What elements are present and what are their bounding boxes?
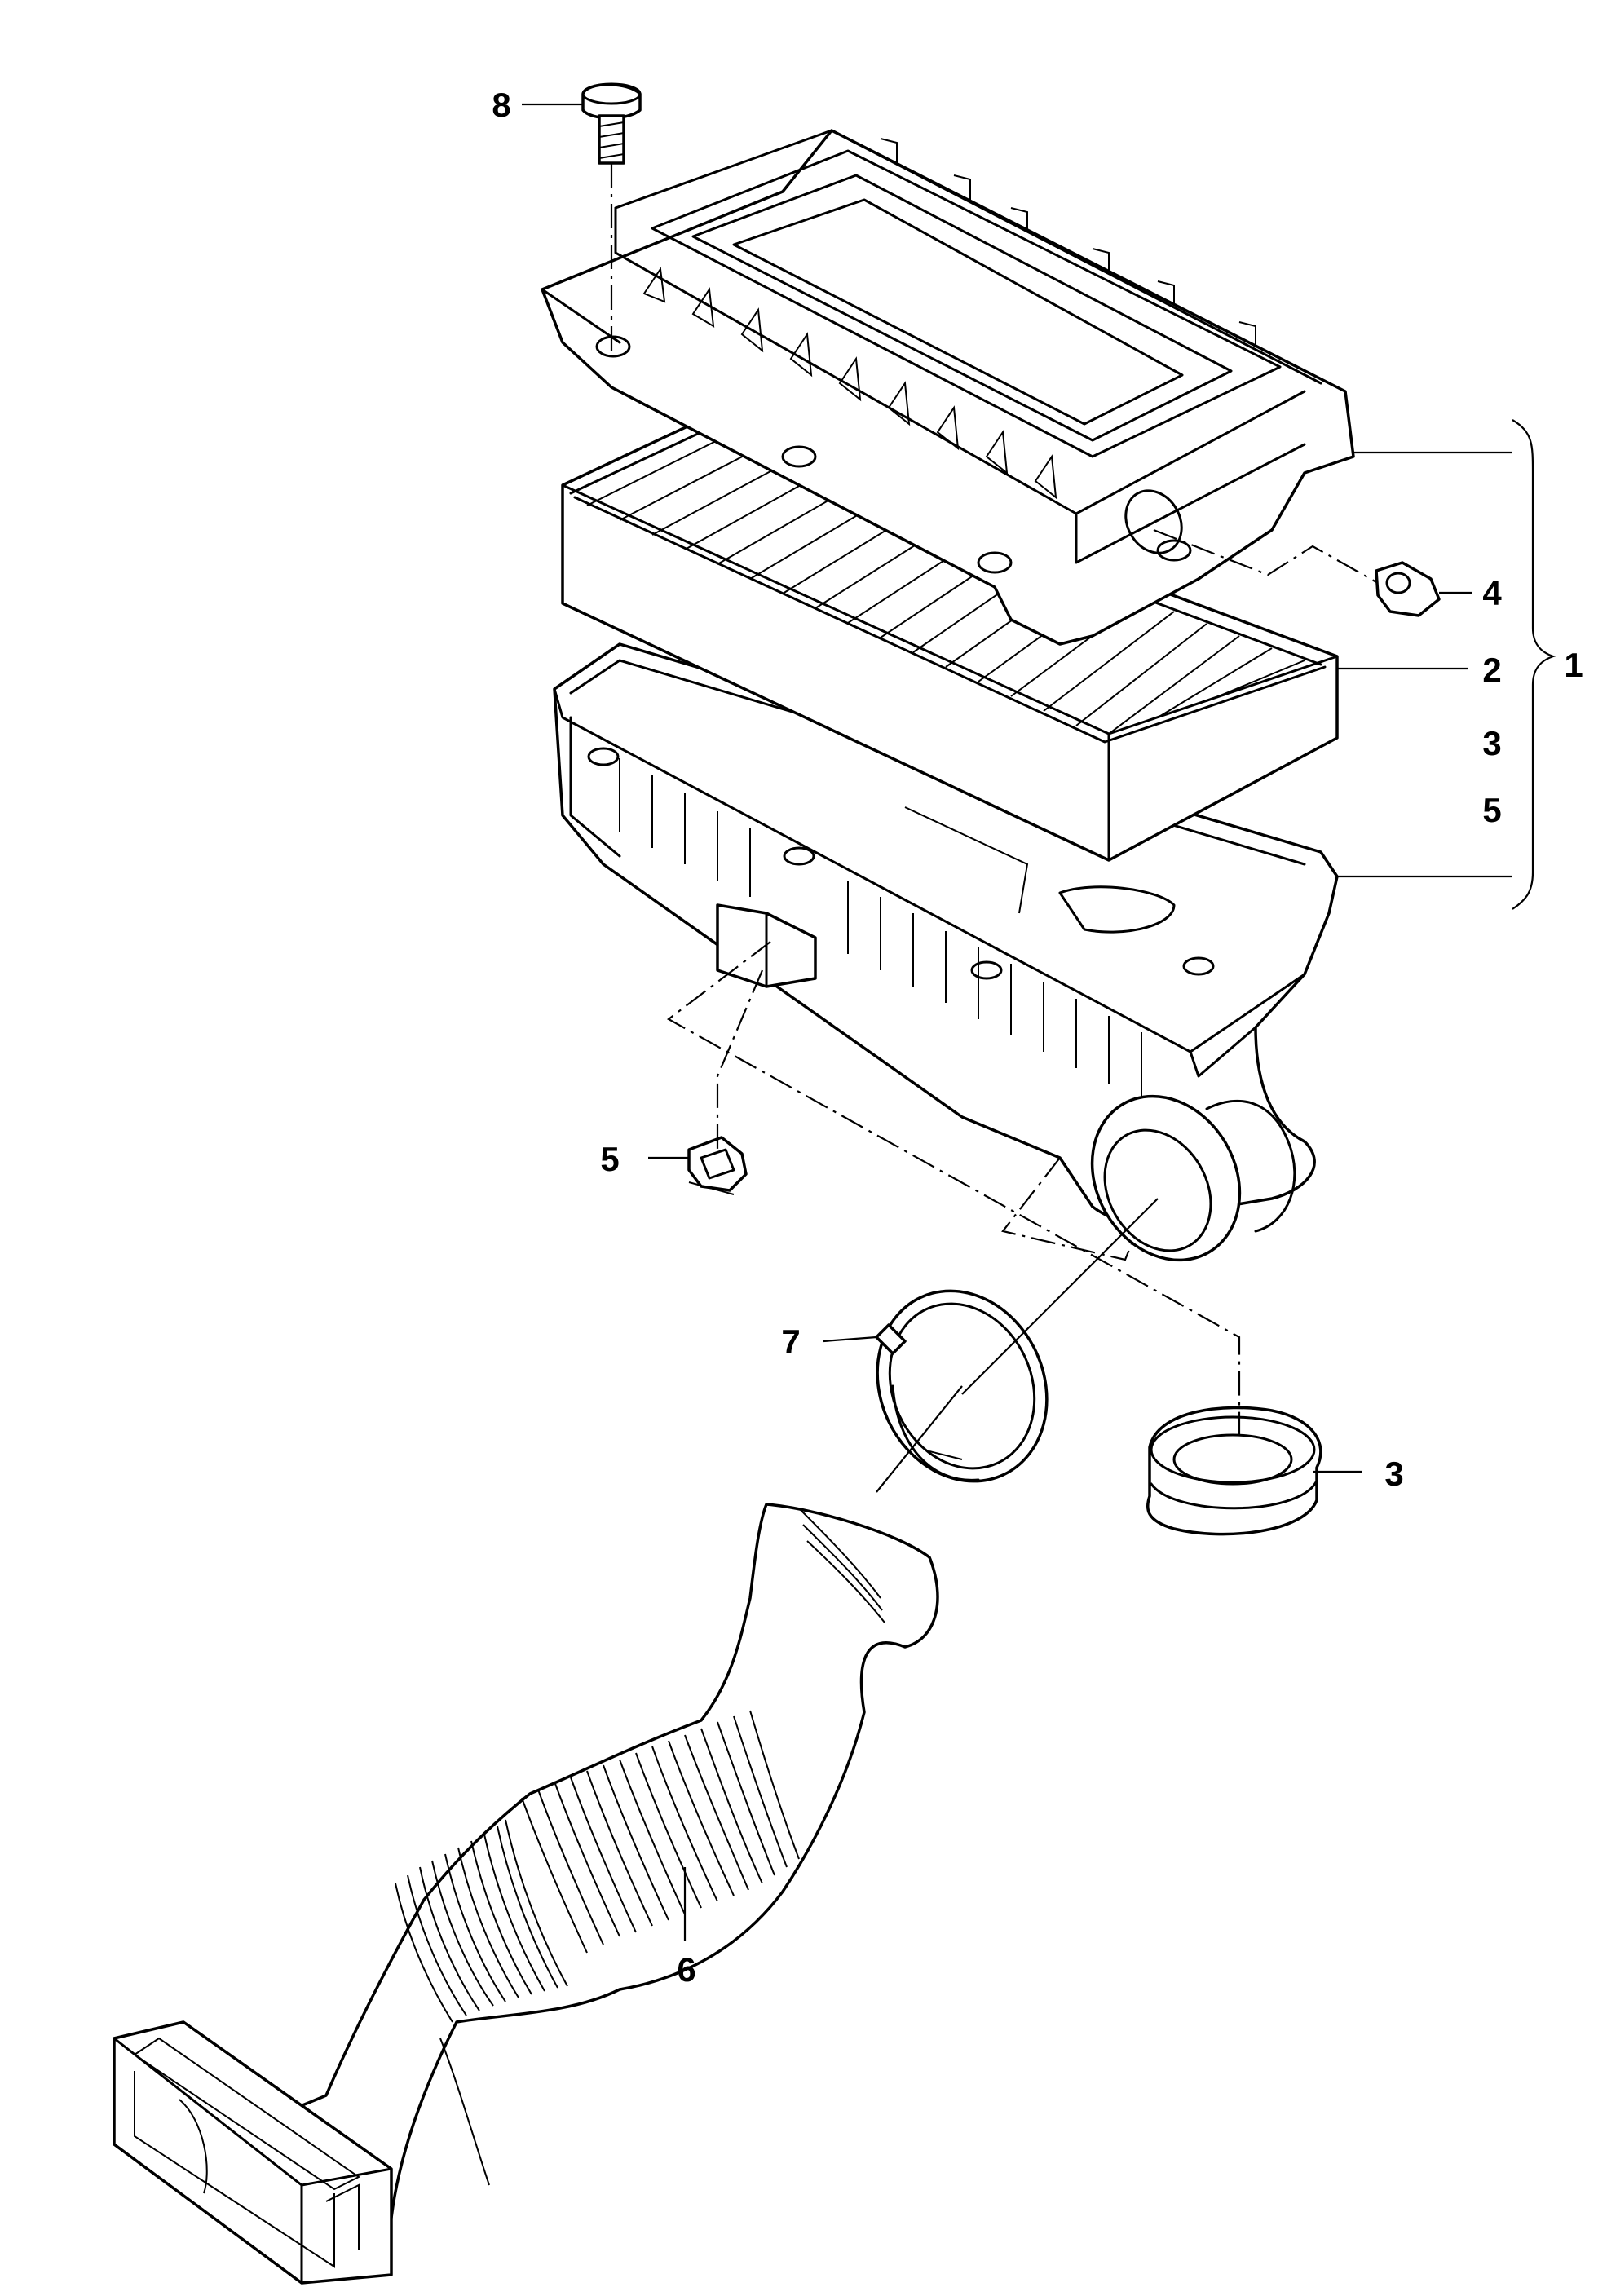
- callout-3-assembly: 3: [1482, 724, 1501, 762]
- callout-5-nut: 5: [600, 1140, 619, 1178]
- callout-1: 1: [1564, 646, 1583, 684]
- callout-8: 8: [492, 86, 510, 124]
- callout-5-assembly: 5: [1482, 791, 1501, 829]
- callout-7: 7: [781, 1322, 800, 1361]
- grommet: [1146, 1406, 1322, 1536]
- callout-4: 4: [1482, 574, 1502, 612]
- intake-hose: [113, 1503, 939, 2285]
- screw: [581, 82, 642, 165]
- assembly-lines: [610, 163, 1379, 1493]
- callout-3-grommet: 3: [1384, 1455, 1403, 1493]
- callout-6: 6: [677, 1950, 695, 1989]
- brace-bracket: [1512, 419, 1556, 910]
- callout-2: 2: [1482, 651, 1501, 689]
- upper-cover: [541, 129, 1355, 646]
- nut-5: [687, 1136, 748, 1195]
- nut-4: [1375, 561, 1441, 617]
- leaders: [522, 103, 1556, 1941]
- lower-housing: [553, 642, 1339, 1262]
